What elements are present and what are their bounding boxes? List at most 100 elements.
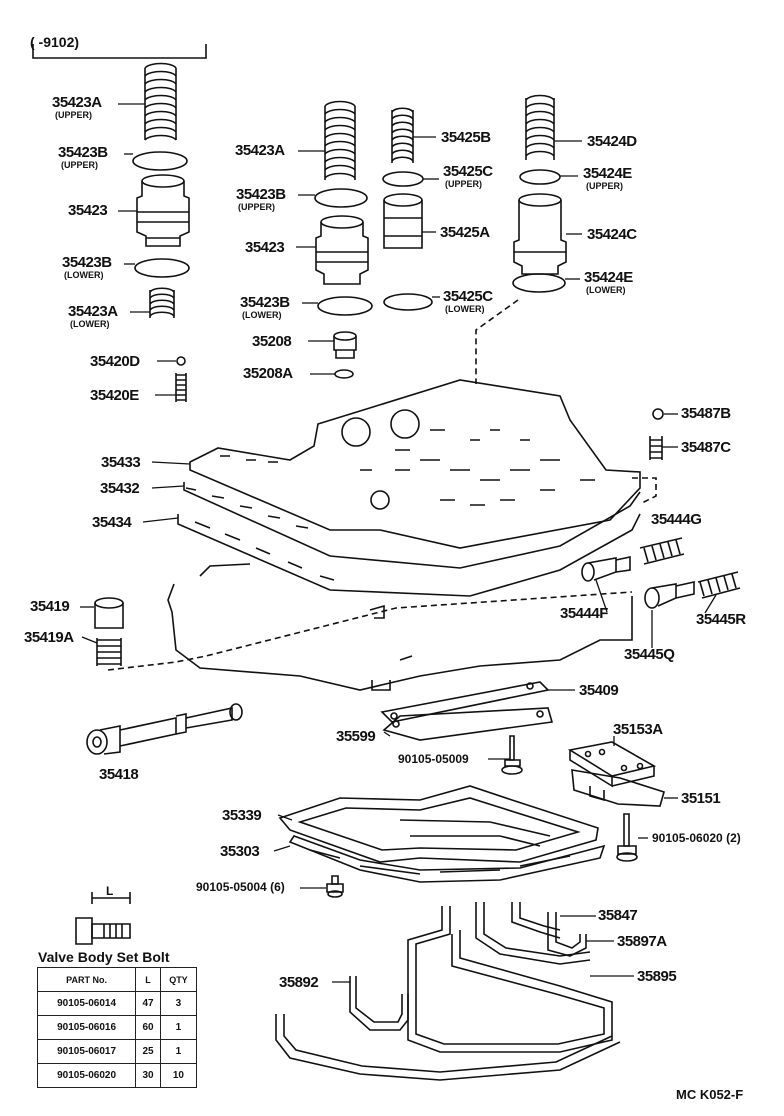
label-35897A: 35897A xyxy=(617,933,667,950)
label-35208A: 35208A xyxy=(243,365,293,382)
table-cell: 90105-06014 xyxy=(36,991,137,1016)
ring-35424E-upper xyxy=(519,169,561,185)
table-row: 90105-06017 25 1 xyxy=(36,1039,198,1064)
label-35409: 35409 xyxy=(579,682,619,699)
leader-dashed-35487 xyxy=(632,477,657,505)
label-35420D: 35420D xyxy=(90,353,140,370)
label-35487C: 35487C xyxy=(681,439,731,456)
label-35423A-mid: 35423A xyxy=(235,142,285,159)
column-header: PART No. xyxy=(36,967,137,992)
sublabel-lower: (LOWER) xyxy=(64,270,104,280)
table-cell: 90105-06017 xyxy=(36,1039,137,1064)
label-35847: 35847 xyxy=(598,907,638,924)
sublabel-upper: (UPPER) xyxy=(445,179,483,189)
plate-35432 xyxy=(183,482,641,569)
label-35423B-upper-left: 35423B xyxy=(58,144,108,161)
strainer-35303 xyxy=(288,835,606,883)
label-35424E-lower: 35424E xyxy=(584,269,633,286)
set-bolt-diagram xyxy=(75,892,131,945)
spring-35425B xyxy=(391,107,414,163)
ring-35208A xyxy=(334,369,354,379)
table-cell: 47 xyxy=(135,991,161,1016)
label-35444F: 35444F xyxy=(560,605,608,622)
label-35303: 35303 xyxy=(220,843,260,860)
label-35434: 35434 xyxy=(92,514,132,531)
label-35424D: 35424D xyxy=(587,133,637,150)
plug-35208 xyxy=(333,331,357,359)
sleeve-35423-left xyxy=(136,174,190,247)
ball-35420D xyxy=(176,356,186,366)
sublabel-upper: (UPPER) xyxy=(586,181,624,191)
lower-valve-body xyxy=(167,563,633,691)
plate-35434 xyxy=(177,513,641,597)
sublabel-lower: (LOWER) xyxy=(586,285,626,295)
label-35419: 35419 xyxy=(30,598,70,615)
plug-35419 xyxy=(94,597,124,629)
label-bolt-90105-05004: 90105-05004 (6) xyxy=(196,880,285,894)
table-header-row: PART No. L QTY xyxy=(36,967,198,992)
label-35892: 35892 xyxy=(279,974,319,991)
sleeve-35423-mid xyxy=(315,215,369,285)
table-cell: 60 xyxy=(135,1015,161,1040)
ball-35487B xyxy=(652,408,664,420)
sleeve-35425A xyxy=(383,193,423,249)
sleeve-35424C xyxy=(513,193,567,275)
sublabel-upper: (UPPER) xyxy=(238,202,276,212)
label-35425A: 35425A xyxy=(440,224,490,241)
leader-dashed-35419 xyxy=(107,591,633,671)
label-35444G: 35444G xyxy=(651,511,702,528)
column-header: QTY xyxy=(159,967,198,992)
bolt-90105-05004 xyxy=(326,875,344,898)
label-35432: 35432 xyxy=(100,480,140,497)
manual-valve-35418 xyxy=(86,703,243,755)
table-cell: 25 xyxy=(135,1039,161,1064)
spring-35444G xyxy=(639,537,685,565)
label-35419A: 35419A xyxy=(24,629,74,646)
label-35423-left: 35423 xyxy=(68,202,108,219)
leader-lines xyxy=(80,103,717,983)
label-35423A-lower-left: 35423A xyxy=(68,303,118,320)
spring-35423A-upper-left xyxy=(144,62,177,141)
ring-35423B-lower-left xyxy=(134,258,190,278)
bolt-90105-05009 xyxy=(501,735,523,775)
table-cell: 1 xyxy=(159,1015,198,1040)
ring-35423B-upper-mid xyxy=(314,188,368,208)
sublabel-lower: (LOWER) xyxy=(445,304,485,314)
label-35153A: 35153A xyxy=(613,721,663,738)
ring-35424E-lower xyxy=(512,273,566,293)
spec-table-title: Valve Body Set Bolt xyxy=(38,949,170,965)
spring-35424D xyxy=(525,94,555,160)
label-35418: 35418 xyxy=(99,766,139,783)
sublabel-lower: (LOWER) xyxy=(242,310,282,320)
label-35423B-lower-left: 35423B xyxy=(62,254,112,271)
plunger-35444F xyxy=(581,556,631,582)
spring-35445R xyxy=(697,571,741,599)
spec-table: PART No. L QTY 90105-06014 47 3 90105-06… xyxy=(36,967,198,1088)
label-35420E: 35420E xyxy=(90,387,139,404)
bolt-90105-06020 xyxy=(616,813,638,862)
table-cell: 90105-06016 xyxy=(36,1015,137,1040)
sublabel-upper: (UPPER) xyxy=(61,160,99,170)
label-35424C: 35424C xyxy=(587,226,637,243)
label-35423B-lower-mid: 35423B xyxy=(240,294,290,311)
spring-35423A-lower-left xyxy=(149,287,175,318)
label-35423-mid: 35423 xyxy=(245,239,285,256)
bolt-length-label: L xyxy=(106,884,114,898)
label-35425C-lower: 35425C xyxy=(443,288,493,305)
date-range-label: ( -9102) xyxy=(30,34,80,50)
table-row: 90105-06020 30 10 xyxy=(36,1063,198,1088)
label-35433: 35433 xyxy=(101,454,141,471)
table-row: 90105-06016 60 1 xyxy=(36,1015,198,1040)
plate-35433 xyxy=(189,379,641,549)
plunger-35445Q xyxy=(644,581,695,609)
label-35445R: 35445R xyxy=(696,611,746,628)
leader-dashed-35424 xyxy=(475,299,519,384)
table-row: 90105-06014 47 3 xyxy=(36,991,198,1016)
ring-35423B-lower-mid xyxy=(317,296,373,316)
spring-35423A-mid xyxy=(324,100,356,180)
gasket-35339 xyxy=(278,785,599,863)
ring-35423B-upper-left xyxy=(132,151,188,171)
label-35487B: 35487B xyxy=(681,405,731,422)
table-cell: 30 xyxy=(135,1063,161,1088)
